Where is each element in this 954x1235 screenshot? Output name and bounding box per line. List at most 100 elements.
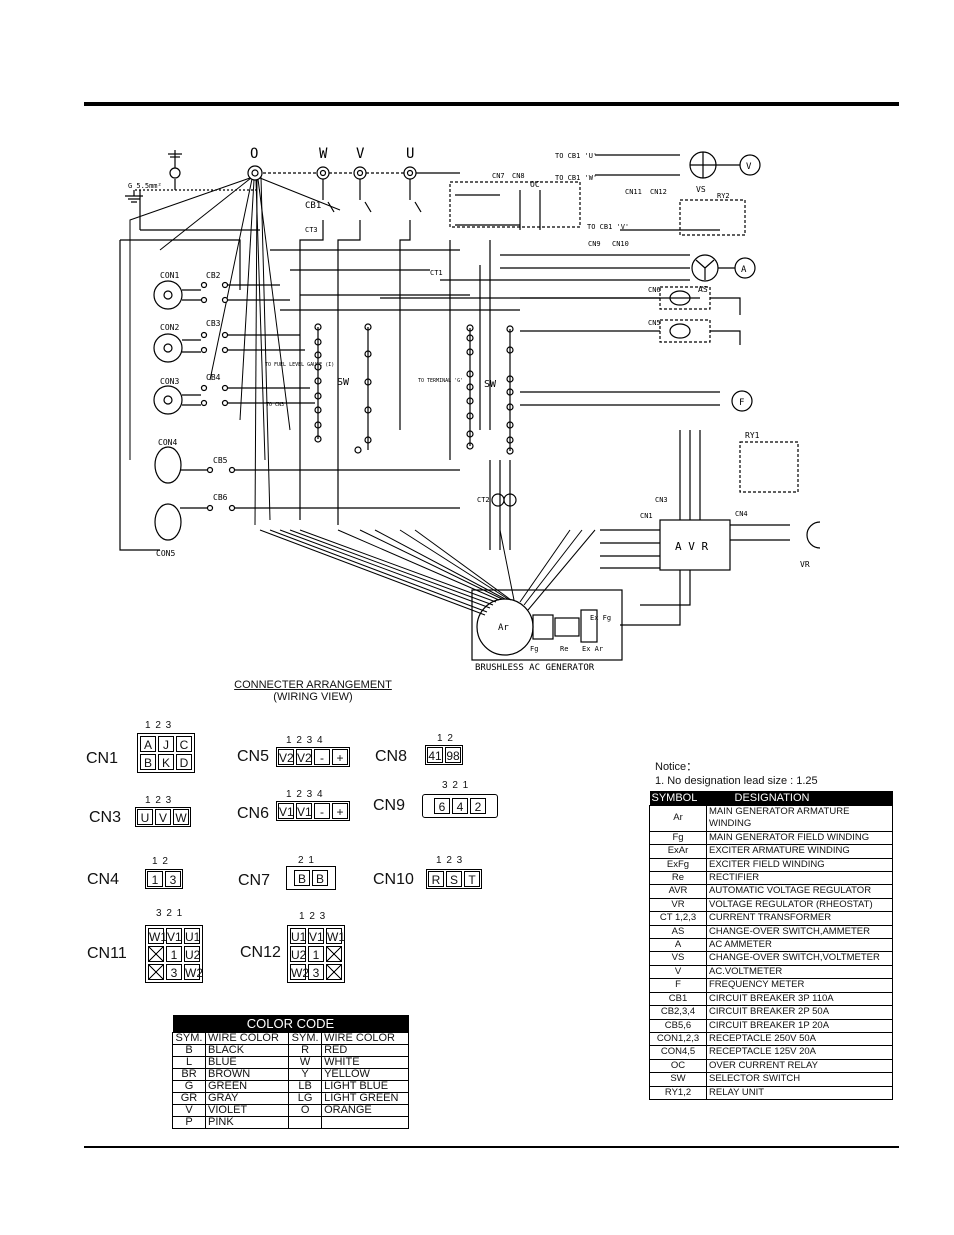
cn5-cell: - xyxy=(314,749,330,765)
bottom-rule xyxy=(84,1146,899,1148)
color-code-header-row: SYM. WIRE COLOR SYM. WIRE COLOR xyxy=(172,1032,409,1045)
avr-label: A V R xyxy=(675,540,708,553)
cn6-pin-numbers: 1 2 3 4 xyxy=(286,789,324,800)
cn11-cell: 1 xyxy=(166,946,182,962)
symbol-cell: VR xyxy=(649,897,707,913)
designation-header: DESIGNATION xyxy=(706,791,893,806)
con2-receptacle xyxy=(153,333,183,363)
avr-section: A V R CN3 CN1 CN4 VR xyxy=(600,430,820,626)
symbol-cell: V xyxy=(649,964,707,980)
designation-cell: CIRCUIT BREAKER 3P 110A xyxy=(706,991,893,1007)
table-cell: WHITE xyxy=(321,1056,409,1069)
table-cell: RED xyxy=(321,1044,409,1057)
header-cell: SYM. xyxy=(172,1032,206,1045)
exar-label: Ex Ar xyxy=(582,645,603,653)
designation-cell: SELECTOR SWITCH xyxy=(706,1072,893,1087)
terminal-u xyxy=(403,166,417,180)
table-cell: BLUE xyxy=(204,1056,290,1069)
table-cell: LB xyxy=(288,1080,323,1093)
header-cell: WIRE COLOR xyxy=(321,1032,409,1045)
cn10-label: CN10 xyxy=(373,871,414,888)
wiring-schematic: O W V U G 5.5mm² CON1 CON2 CON3 CON4 xyxy=(119,146,820,673)
cn8-pin-numbers: 1 2 xyxy=(437,733,454,744)
cn6-cell: V1 xyxy=(296,803,312,819)
symbol-cell: Re xyxy=(649,871,707,886)
cn9-cell: 2 xyxy=(470,798,486,814)
cn3-pin-numbers: 1 2 3 xyxy=(145,795,173,806)
cn12-blank-cell xyxy=(326,946,342,962)
cn12-connector: U1 V1 W1 U2 1 W2 3 xyxy=(287,925,345,983)
table-cell xyxy=(288,1116,323,1129)
symbol-cell: Fg xyxy=(649,830,707,846)
cn6-cell: V1 xyxy=(278,803,294,819)
symbol-cell: SW xyxy=(649,1072,707,1087)
ammeter-section: CN9 CN10 AS A xyxy=(500,240,756,294)
cn1-avr-label: CN1 xyxy=(640,512,653,520)
cn12-cell: 3 xyxy=(308,964,324,980)
cn12-cell: W2 xyxy=(290,964,309,980)
designation-cell: AC AMMETER xyxy=(706,938,893,953)
ry1-label: RY1 xyxy=(745,431,760,440)
cn3-cell: V xyxy=(155,809,171,825)
cn11-blank-cell xyxy=(148,946,164,962)
symbol-cell: AS xyxy=(649,924,707,940)
vr-rheostat xyxy=(806,521,820,549)
ct1-label: CT1 xyxy=(430,269,443,277)
cn12-cell: V1 xyxy=(308,928,324,944)
cn11-top-label: CN11 xyxy=(625,188,642,196)
terminal-o xyxy=(247,165,263,181)
table-cell: PINK xyxy=(204,1116,290,1129)
symbol-cell: CB2,3,4 xyxy=(649,1005,707,1020)
symbol-cell: CB5,6 xyxy=(649,1018,707,1033)
cn11-cell: U2 xyxy=(184,946,201,962)
cn4-pin-numbers: 1 2 xyxy=(152,856,169,867)
cn8-label: CN8 xyxy=(375,748,408,765)
cn11-cell: W2 xyxy=(184,964,203,980)
designation-cell: CIRCUIT BREAKER 2P 50A xyxy=(706,1005,893,1020)
con2-label: CON2 xyxy=(160,323,179,332)
table-cell: Y xyxy=(288,1068,323,1081)
table-cell: BLACK xyxy=(204,1044,290,1057)
cn5-cell: V2 xyxy=(296,749,312,765)
cn4-cell: 3 xyxy=(165,871,181,887)
con3-label: CON3 xyxy=(160,377,179,386)
table-cell: LG xyxy=(288,1092,323,1105)
generator-label: BRUSHLESS AC GENERATOR xyxy=(475,663,595,673)
con4-receptacle xyxy=(154,446,182,484)
table-cell: W xyxy=(288,1056,323,1069)
top-rule xyxy=(84,102,899,106)
notice-title: Notice： xyxy=(655,761,698,773)
color-code-table: COLOR CODE SYM. WIRE COLOR SYM. WIRE COL… xyxy=(172,1015,409,1129)
v-meter-label: V xyxy=(746,162,752,172)
cn9-label: CN9 xyxy=(588,240,601,248)
connector-title: CONNECTER ARRANGEMENT xyxy=(234,679,392,691)
cn11-cell: V1 xyxy=(166,928,182,944)
generator: Ar Fg Re Ex Ar Ex Fg BRUSHLESS AC GENERA… xyxy=(471,589,623,673)
symbol-cell: CON4,5 xyxy=(649,1045,707,1060)
to-cb1-u-label: TO CB1 'U' xyxy=(555,152,597,160)
designation-cell: RECEPTACLE 250V 50A xyxy=(706,1031,893,1047)
cn1-connector: A J C B K D xyxy=(137,733,195,773)
cn4-cell: 1 xyxy=(147,871,163,887)
designation-cell: OVER CURRENT RELAY xyxy=(706,1058,893,1074)
con4-label: CON4 xyxy=(158,438,177,447)
cn12-top-label: CN12 xyxy=(650,188,667,196)
cb2-label: CB2 xyxy=(206,271,221,280)
designation-cell: CURRENT TRANSFORMER xyxy=(706,911,893,926)
cn10-cell: R xyxy=(428,871,444,887)
symbol-cell: ExAr xyxy=(649,844,707,859)
cn7-cell: B xyxy=(294,870,310,886)
cn10-connector: R S T xyxy=(426,869,482,889)
cn12-blank-cell xyxy=(326,964,342,980)
symbol-cell: AVR xyxy=(649,884,707,899)
cn1-cell: C xyxy=(176,736,192,752)
table-cell: BR xyxy=(172,1068,206,1081)
avr-box xyxy=(659,519,731,571)
table-cell: LIGHT BLUE xyxy=(321,1080,409,1093)
con1-receptacle xyxy=(153,280,183,310)
